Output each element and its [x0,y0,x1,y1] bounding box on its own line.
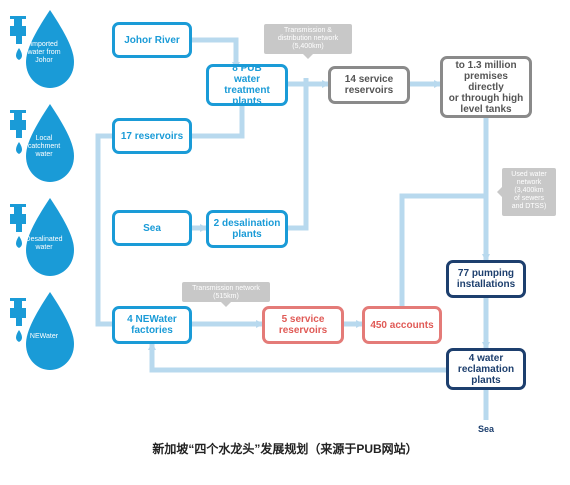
node-14-service-reservoirs: 14 service reservoirs [328,66,410,104]
callout-used-water-network: Used water network (3,400km of sewers an… [497,168,556,216]
node-pub-treatment-plants: 8 PUB water treatment plants [206,63,288,107]
source-label: NEWater [29,333,59,340]
node-premises: to 1.3 million premises directly or thro… [440,56,532,118]
node-pumping-installations: 77 pumping installations [446,260,526,298]
node-sea: Sea [112,210,192,246]
source-newater [4,288,88,372]
faucet-drop-icon [10,10,74,88]
source-label: Desalinated water [25,236,63,251]
node-newater-factories: 4 NEWater factories [112,306,192,344]
source-imported [4,6,88,90]
node-sea-outfall: Sea [478,424,495,434]
node-johor-river: Johor River [112,22,192,58]
node-desalination-plants: 2 desalination plants [206,210,288,248]
faucet-drop-icon [10,198,74,276]
callout-transmission-distribution: Transmission & distribution network (5,4… [264,24,352,59]
node-450-accounts: 450 accounts [362,306,442,344]
faucet-drop-icon [10,104,74,182]
source-label: Local catchment water [27,135,61,158]
node-water-reclamation-plants: 4 water reclamation plants [446,348,526,390]
source-desalinated [4,194,88,278]
node-newater-service-reservoirs: 5 service reservoirs [262,306,344,344]
node-17-reservoirs: 17 reservoirs [112,118,192,154]
figure-caption: 新加坡“四个水龙头”发展规划（来源于PUB网站） [152,442,418,456]
callout-transmission-newater: Transmission network (515km) [182,282,270,307]
source-local-catchment [4,100,88,184]
source-label: Imported water from Johor [27,41,61,64]
faucet-drop-icon [10,292,74,370]
